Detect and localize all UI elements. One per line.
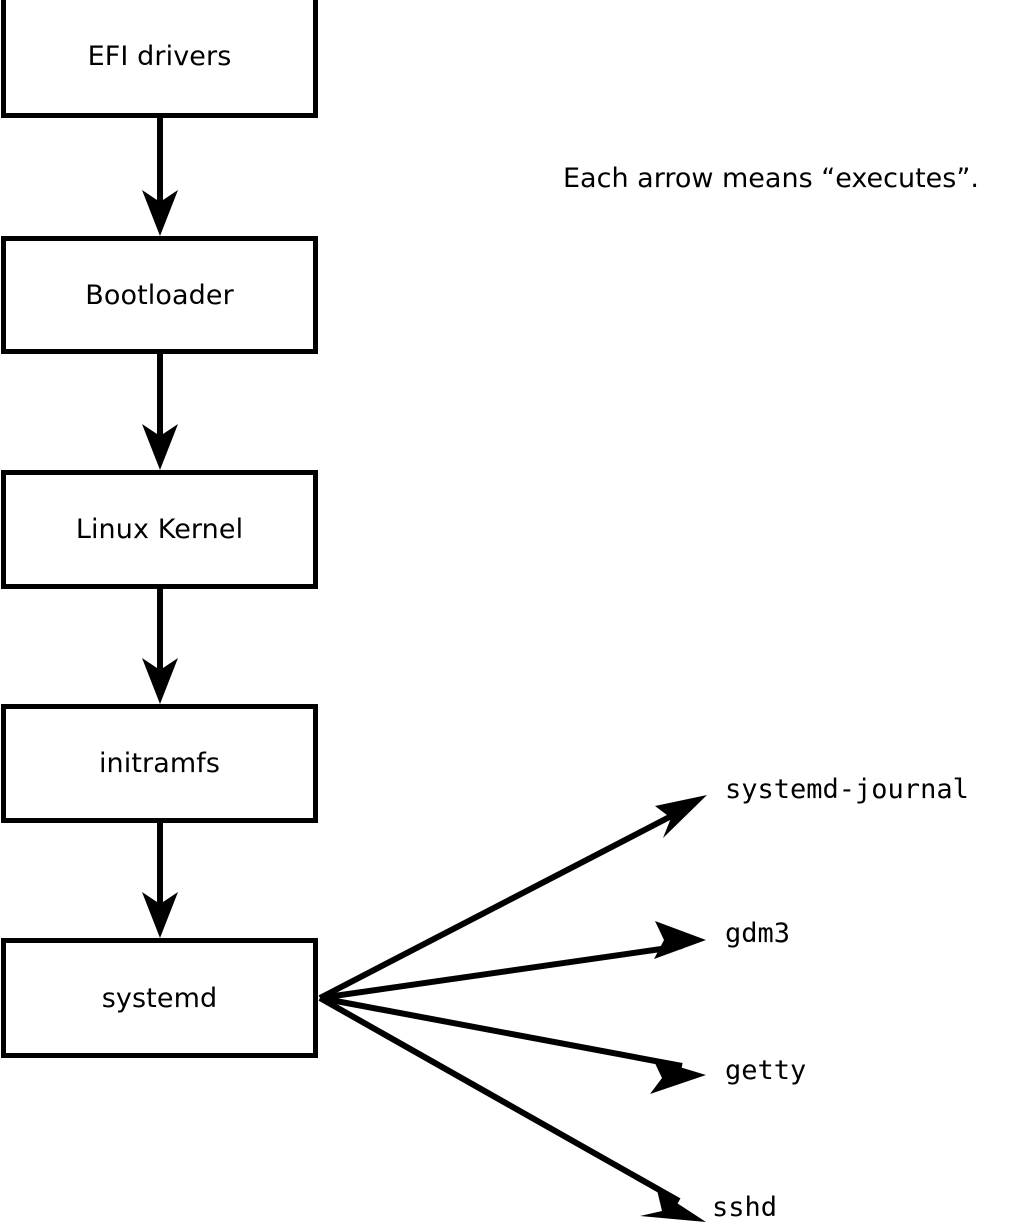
arrow-initramfs-to-systemd — [142, 823, 178, 938]
process-box-systemd[interactable]: systemd — [1, 938, 318, 1058]
arrow-systemd-to-getty — [319, 995, 706, 1094]
arrow-efi-to-bootloader — [142, 118, 178, 236]
process-box-label: EFI drivers — [87, 40, 232, 72]
process-box-label: Linux Kernel — [75, 514, 244, 545]
arrow-systemd-to-systemd-journal — [318, 795, 707, 1001]
arrow-systemd-to-sshd — [318, 995, 706, 1222]
process-box-initramfs[interactable]: initramfs — [1, 704, 318, 823]
arrow-bootloader-to-kernel — [142, 354, 178, 470]
process-box-bootloader[interactable]: Bootloader — [1, 236, 318, 354]
process-box-label: initramfs — [98, 748, 221, 779]
service-label-getty[interactable]: getty — [725, 1055, 807, 1086]
arrow-systemd-to-gdm3 — [319, 921, 706, 1001]
service-label-gdm3[interactable]: gdm3 — [725, 918, 791, 949]
service-label-sshd[interactable]: sshd — [712, 1192, 778, 1223]
arrow-kernel-to-initramfs — [142, 589, 178, 704]
service-label-systemd-journal[interactable]: systemd-journal — [725, 774, 969, 805]
process-box-label: systemd — [101, 982, 218, 1014]
process-box-linux-kernel[interactable]: Linux Kernel — [1, 470, 318, 589]
process-box-label: Bootloader — [85, 279, 234, 311]
diagram-caption: Each arrow means “executes”. — [563, 163, 979, 194]
process-box-efi-drivers[interactable]: EFI drivers — [1, 0, 318, 118]
